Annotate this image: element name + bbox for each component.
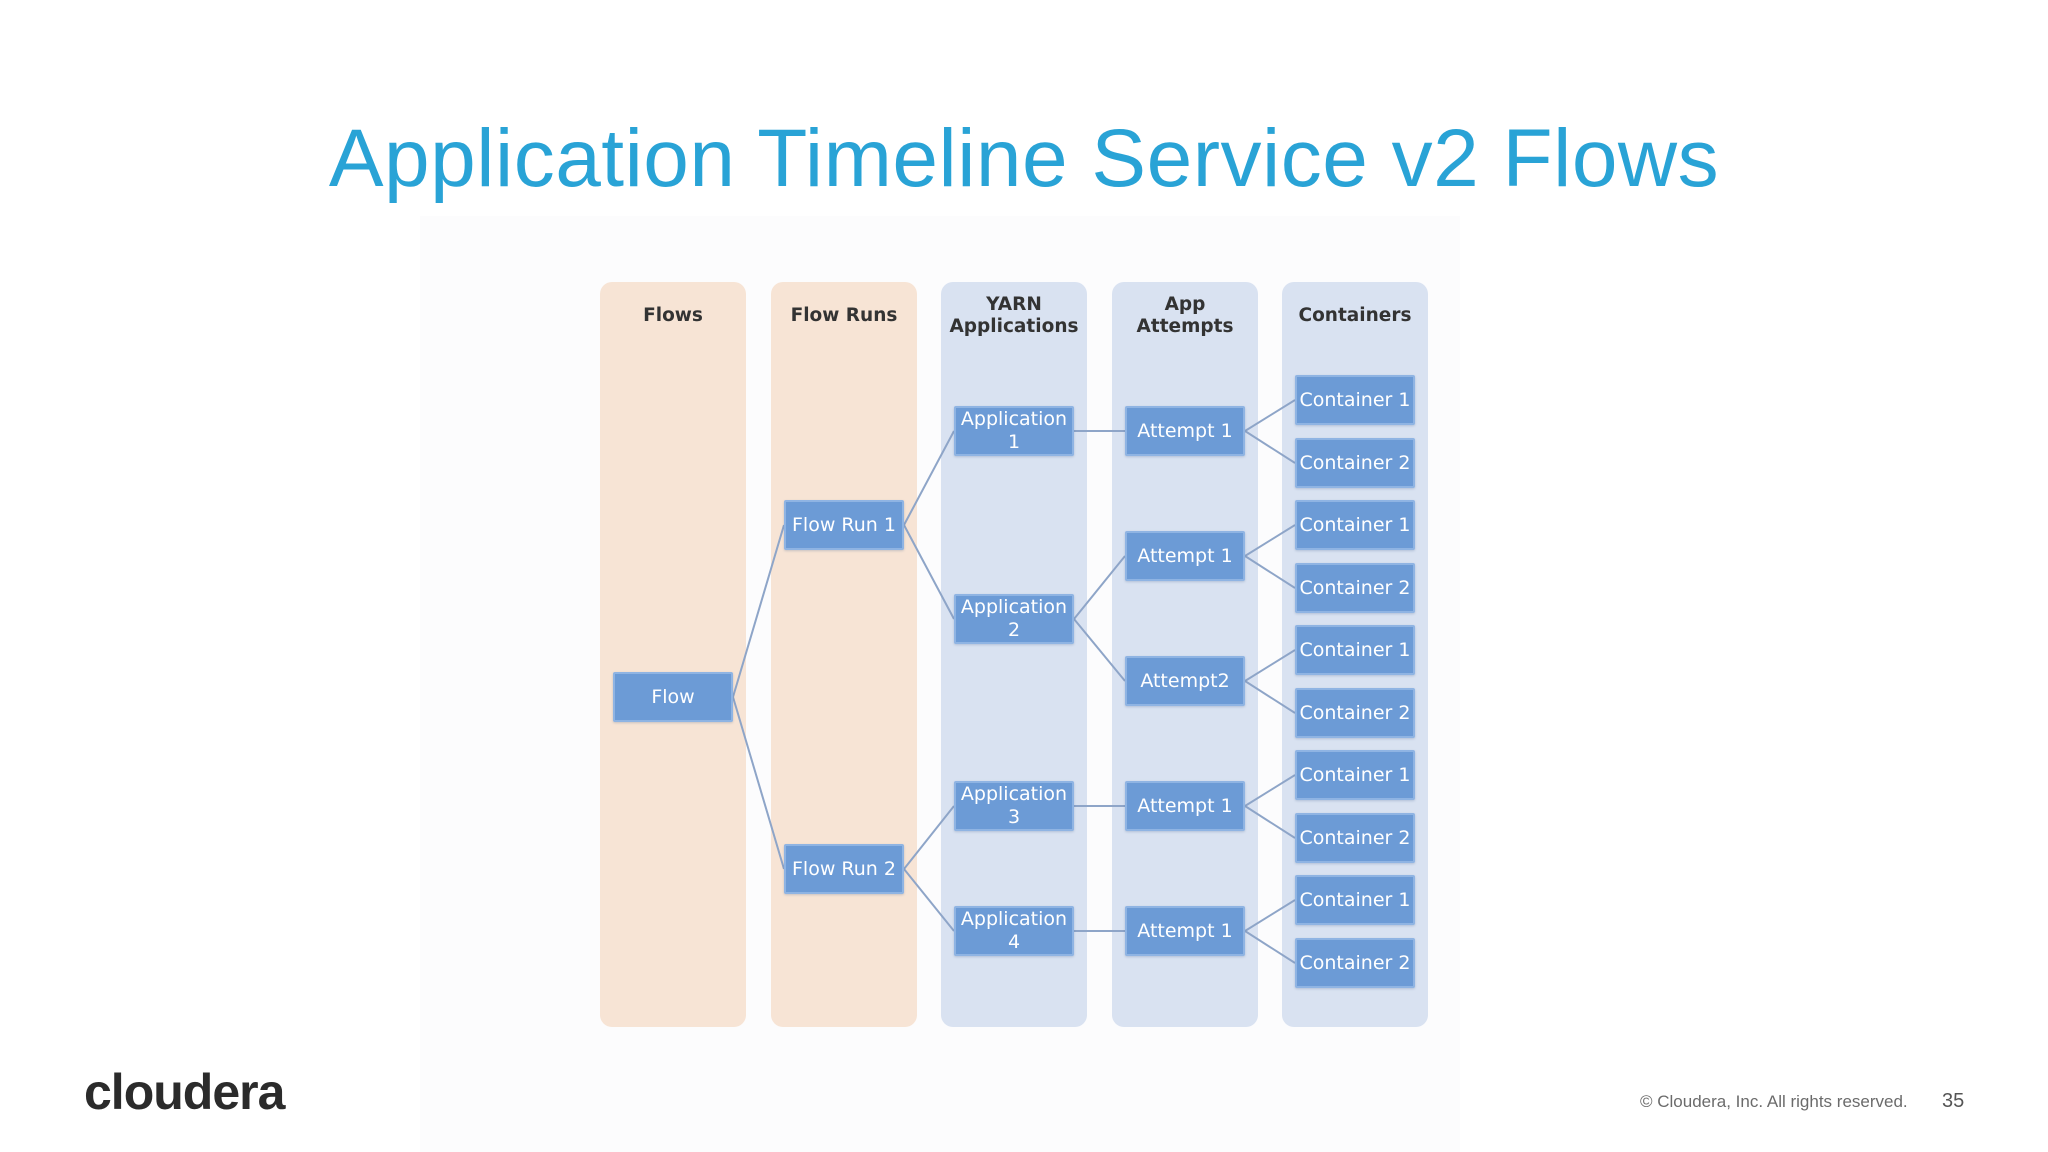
node-container-label: Container 1	[1299, 638, 1411, 661]
node-application-2: Application 2	[954, 594, 1074, 644]
node-attempt-app2-2: Attempt2	[1125, 656, 1245, 706]
node-flow-run-2-label: Flow Run 2	[792, 857, 896, 880]
node-container: Container 2	[1295, 563, 1415, 613]
node-attempt-app2-1-label: Attempt 1	[1137, 544, 1233, 567]
edge-attempt-a3-c8	[1244, 805, 1296, 839]
node-application-4: Application 4	[954, 906, 1074, 956]
node-container-label: Container 1	[1299, 888, 1411, 911]
node-attempt-app1: Attempt 1	[1125, 406, 1245, 456]
node-application-4-label: Application 4	[960, 908, 1068, 953]
node-attempt-app1-label: Attempt 1	[1137, 419, 1233, 442]
edge-attempt-a21-c3	[1244, 524, 1296, 557]
edge-app2-attempt2	[1073, 618, 1126, 682]
node-container-label: Container 2	[1299, 826, 1411, 849]
node-container-label: Container 1	[1299, 513, 1411, 536]
node-attempt-app4-label: Attempt 1	[1137, 919, 1233, 942]
column-header-flows: Flows	[643, 305, 703, 326]
node-container: Container 1	[1295, 875, 1415, 925]
node-container: Container 2	[1295, 938, 1415, 988]
edge-attempt-a4-c10	[1244, 930, 1296, 964]
copyright-text: © Cloudera, Inc. All rights reserved.	[1640, 1092, 1908, 1111]
edge-flowrun1-app2	[903, 524, 955, 620]
edge-attempt-a1-c2	[1244, 430, 1296, 464]
column-header-yarn-applications: YARN Applications	[949, 294, 1079, 337]
cloudera-logo: cloudera	[84, 1064, 285, 1120]
edge-attempt-a22-c5	[1244, 649, 1296, 682]
edge-attempt-a4-c9	[1244, 899, 1296, 932]
edge-attempt-a22-c6	[1244, 680, 1296, 714]
node-attempt-app3-label: Attempt 1	[1137, 794, 1233, 817]
edge-flow-flowrun1	[732, 524, 785, 698]
node-container: Container 1	[1295, 375, 1415, 425]
node-container: Container 2	[1295, 688, 1415, 738]
node-container: Container 2	[1295, 813, 1415, 863]
node-flow-label: Flow	[651, 685, 695, 708]
node-container-label: Container 2	[1299, 451, 1411, 474]
node-container-label: Container 1	[1299, 388, 1411, 411]
edge-attempt-a21-c4	[1244, 555, 1296, 589]
edge-flowrun2-app3	[903, 805, 955, 870]
edge-flowrun2-app4	[903, 868, 955, 932]
node-flow-run-2: Flow Run 2	[784, 844, 904, 894]
column-flows	[600, 282, 746, 1027]
node-container: Container 1	[1295, 500, 1415, 550]
column-header-flow-runs: Flow Runs	[790, 305, 898, 326]
node-container-label: Container 2	[1299, 701, 1411, 724]
node-container: Container 1	[1295, 625, 1415, 675]
node-attempt-app4: Attempt 1	[1125, 906, 1245, 956]
node-application-2-label: Application 2	[960, 596, 1068, 641]
page-number: 35	[1942, 1090, 1965, 1112]
node-flow-run-1-label: Flow Run 1	[792, 513, 896, 536]
edge-app2-attempt1	[1073, 555, 1126, 620]
node-flow-run-1: Flow Run 1	[784, 500, 904, 550]
slide-title: Application Timeline Service v2 Flows	[328, 113, 1720, 204]
node-attempt-app2-2-label: Attempt2	[1140, 669, 1230, 692]
column-header-app-attempts: App Attempts	[1136, 294, 1234, 337]
node-application-3: Application 3	[954, 781, 1074, 831]
column-header-containers: Containers	[1298, 305, 1412, 326]
node-application-1: Application 1	[954, 406, 1074, 456]
node-application-1-label: Application 1	[960, 408, 1068, 453]
edge-flowrun1-app1	[903, 430, 955, 526]
edge-flow-flowrun2	[732, 696, 785, 870]
edge-attempt-a1-c1	[1244, 399, 1296, 432]
node-flow: Flow	[613, 672, 733, 722]
node-container-label: Container 1	[1299, 763, 1411, 786]
node-attempt-app2-1: Attempt 1	[1125, 531, 1245, 581]
node-attempt-app3: Attempt 1	[1125, 781, 1245, 831]
edge-attempt-a3-c7	[1244, 774, 1296, 807]
node-container: Container 2	[1295, 438, 1415, 488]
node-application-3-label: Application 3	[960, 783, 1068, 828]
node-container-label: Container 2	[1299, 951, 1411, 974]
node-container-label: Container 2	[1299, 576, 1411, 599]
column-flow-runs	[771, 282, 917, 1027]
node-container: Container 1	[1295, 750, 1415, 800]
